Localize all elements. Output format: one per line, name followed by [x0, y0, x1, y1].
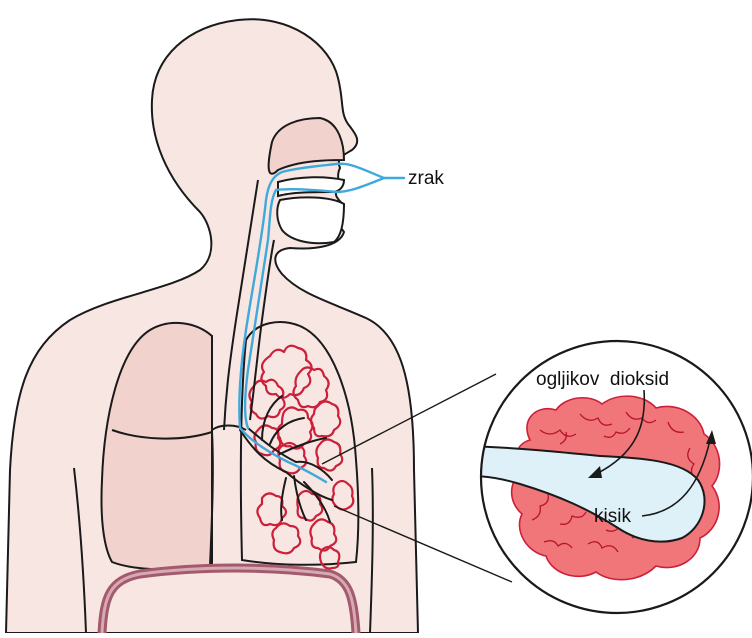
label-oxygen: kisik: [594, 506, 631, 527]
label-air: zrak: [408, 168, 444, 189]
label-carbon-dioxide: ogljikov dioksid: [536, 369, 669, 390]
